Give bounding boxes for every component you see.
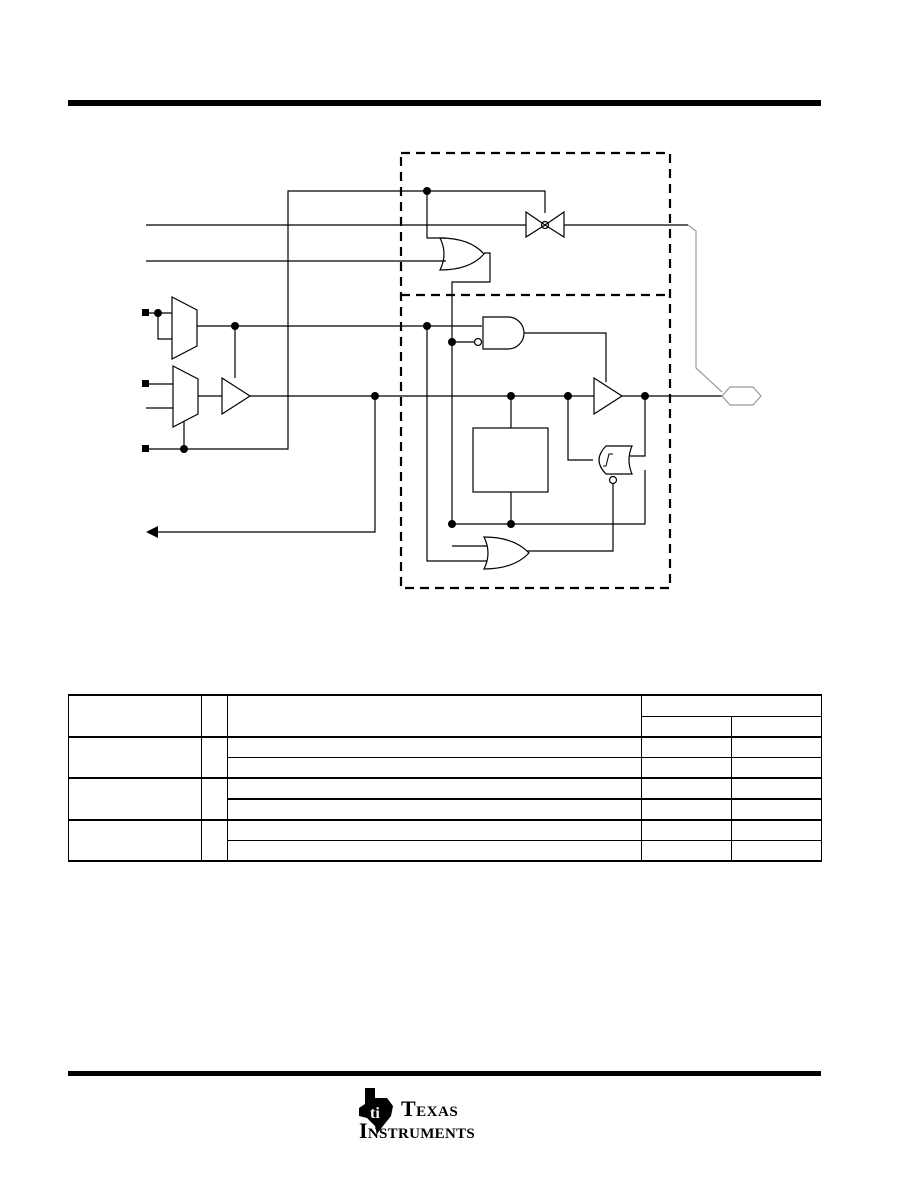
schmitt-receiver	[598, 445, 633, 475]
table-cell	[731, 736, 822, 758]
wire-schmitt-out	[567, 396, 593, 461]
table-row	[69, 757, 822, 779]
table-row	[69, 840, 822, 862]
schmitt-hysteresis-icon	[603, 453, 613, 467]
and-invert-bubble	[473, 337, 483, 347]
output-buffer	[593, 376, 624, 416]
table-row	[68, 736, 822, 779]
table-cell	[68, 694, 202, 738]
input-terminals	[142, 309, 149, 452]
table-cell	[68, 819, 202, 862]
outer-dashed-block	[399, 151, 672, 590]
wire-control-top	[184, 190, 546, 450]
wire-mux1-loop	[157, 313, 172, 340]
wire-schmitt-enable	[527, 484, 614, 552]
return-arrow-icon	[146, 526, 158, 538]
footer-rule	[68, 1071, 821, 1076]
and-gate	[482, 316, 525, 350]
wire-and-out	[524, 332, 607, 382]
logo-line-1: Texas	[401, 1096, 459, 1121]
pullup-block	[472, 427, 549, 493]
wire-analog-path	[687, 224, 723, 393]
wire-return	[158, 396, 376, 533]
io-buffer-schematic	[142, 151, 762, 590]
table-cell	[201, 819, 228, 862]
or-gate-2	[483, 536, 530, 570]
texas-state-ti-icon: ti	[359, 1088, 393, 1134]
table-cell	[201, 736, 228, 779]
table-row	[68, 777, 822, 821]
table-cell	[227, 694, 642, 738]
wire-or1-out	[451, 252, 491, 524]
wire-output-feedback-b	[452, 470, 646, 525]
table-cell	[227, 736, 642, 758]
table-cell	[731, 757, 822, 779]
mux-2	[172, 365, 199, 428]
transmission-gate-bubble	[540, 220, 550, 230]
table-cell	[641, 757, 732, 779]
svg-text:ti: ti	[370, 1105, 380, 1122]
table-cell	[227, 798, 642, 821]
transmission-gate-right	[543, 210, 565, 239]
table-cell	[641, 840, 732, 862]
schmitt-invert-bubble	[608, 475, 618, 485]
table-cell	[227, 819, 642, 841]
logo-line-2: Instruments	[359, 1118, 476, 1143]
table-cell	[731, 840, 822, 862]
table-cell	[227, 757, 642, 779]
table-cell	[641, 694, 822, 717]
table-cell	[641, 715, 732, 738]
table-cell	[641, 798, 732, 821]
io-pad	[721, 386, 762, 406]
table-cell	[227, 777, 642, 800]
mux-1	[171, 296, 198, 360]
table-cell	[641, 736, 732, 758]
table-cell	[641, 777, 732, 800]
table-header-row	[68, 694, 822, 738]
table-cell	[731, 777, 822, 800]
table-cell	[68, 736, 202, 779]
table-cell	[68, 777, 202, 821]
table-cell	[731, 819, 822, 841]
table-cell	[201, 777, 228, 821]
texas-instruments-logo: ti Texas Instruments	[357, 1086, 517, 1144]
table-cell	[201, 694, 228, 738]
table-cell	[641, 819, 732, 841]
wire-or1-in-a	[426, 191, 446, 239]
or-gate-1	[439, 237, 485, 271]
table-cell	[731, 798, 822, 821]
characteristics-table	[68, 694, 822, 862]
wire-or2-in-a	[426, 326, 487, 562]
header-rule	[68, 100, 821, 106]
buffer-1	[221, 376, 252, 416]
wire-output-feedback-a	[630, 396, 646, 457]
transmission-gate-left	[525, 210, 547, 239]
table-row	[68, 819, 822, 862]
junction-dots	[154, 187, 649, 528]
table-cell	[731, 715, 822, 738]
table-cell	[227, 840, 642, 862]
